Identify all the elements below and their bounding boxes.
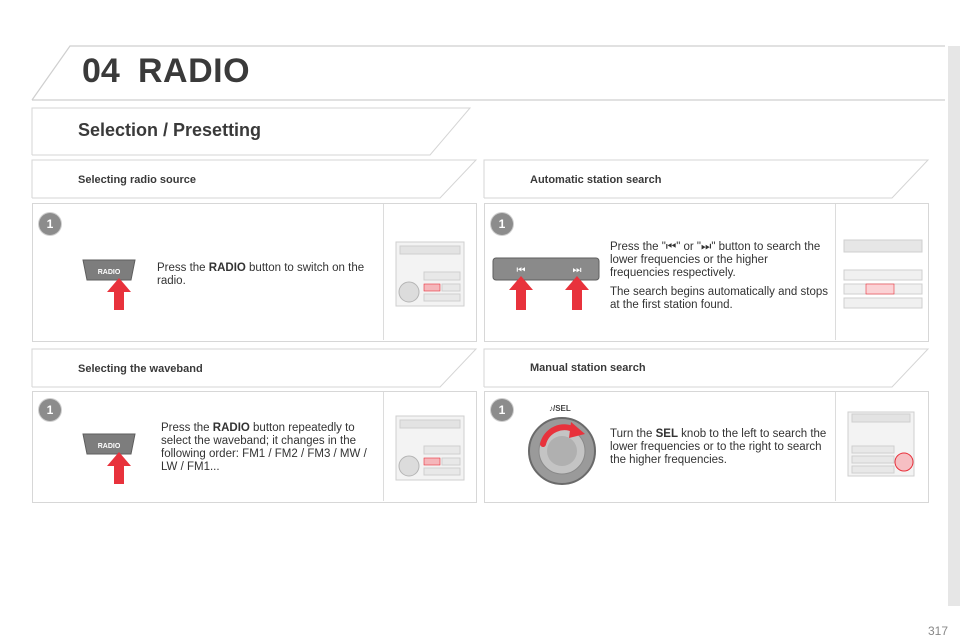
subtitle-auto-search: Automatic station search: [530, 174, 662, 186]
radio-button-label: RADIO: [98, 443, 121, 450]
subtitle-radio-source: Selecting radio source: [78, 174, 196, 186]
head-unit-thumbnail: [835, 392, 928, 501]
radio-button-illustration: RADIO: [82, 433, 136, 484]
section-title: Selection / Presetting: [78, 120, 262, 140]
seek-forward-icon: ⏭: [573, 265, 582, 276]
head-unit-thumbnail: [383, 392, 476, 501]
auto-search-text: Press the "⏮" or "⏭" button to search th…: [610, 241, 828, 311]
head-unit-thumbnail: [835, 204, 928, 340]
step-badge: 1: [491, 399, 513, 421]
subtitle-waveband: Selecting the waveband: [78, 363, 203, 375]
radio-button-illustration: RADIO: [82, 259, 136, 310]
head-unit-thumbnail: [383, 204, 476, 340]
seek-back-icon: ⏮: [517, 265, 526, 276]
step-badge: 1: [491, 213, 513, 235]
waveband-text: Press the RADIO button repeatedly to sel…: [161, 422, 367, 473]
panel-manual-search: 1 ♪/SEL Turn the SEL knob to the left to…: [484, 391, 929, 503]
sel-knob-label: ♪/SEL: [549, 404, 571, 413]
page-edge-tab: [948, 46, 960, 606]
panel-waveband: 1 RADIO Press the RADIO button repeatedl…: [32, 391, 477, 503]
chapter-number: 04: [82, 52, 120, 90]
subtitle-manual-search: Manual station search: [530, 362, 646, 374]
radio-button-label: RADIO: [98, 269, 121, 276]
page-number: 317: [927, 624, 948, 638]
panel-auto-search: 1 ⏮ ⏭ Press the "⏮" or "⏭" button to sea…: [484, 203, 929, 342]
panel-radio-source: 1 RADIO Press the RADIO button to switch…: [32, 203, 477, 342]
radio-source-text: Press the RADIO button to switch on the …: [157, 262, 365, 287]
step-badge: 1: [39, 213, 61, 235]
sel-knob-illustration: [528, 417, 596, 485]
step-badge: 1: [39, 399, 61, 421]
seek-buttons-illustration: ⏮ ⏭: [492, 257, 600, 310]
chapter-title: RADIO: [138, 52, 251, 90]
manual-search-text: Turn the SEL knob to the left to search …: [610, 428, 827, 466]
